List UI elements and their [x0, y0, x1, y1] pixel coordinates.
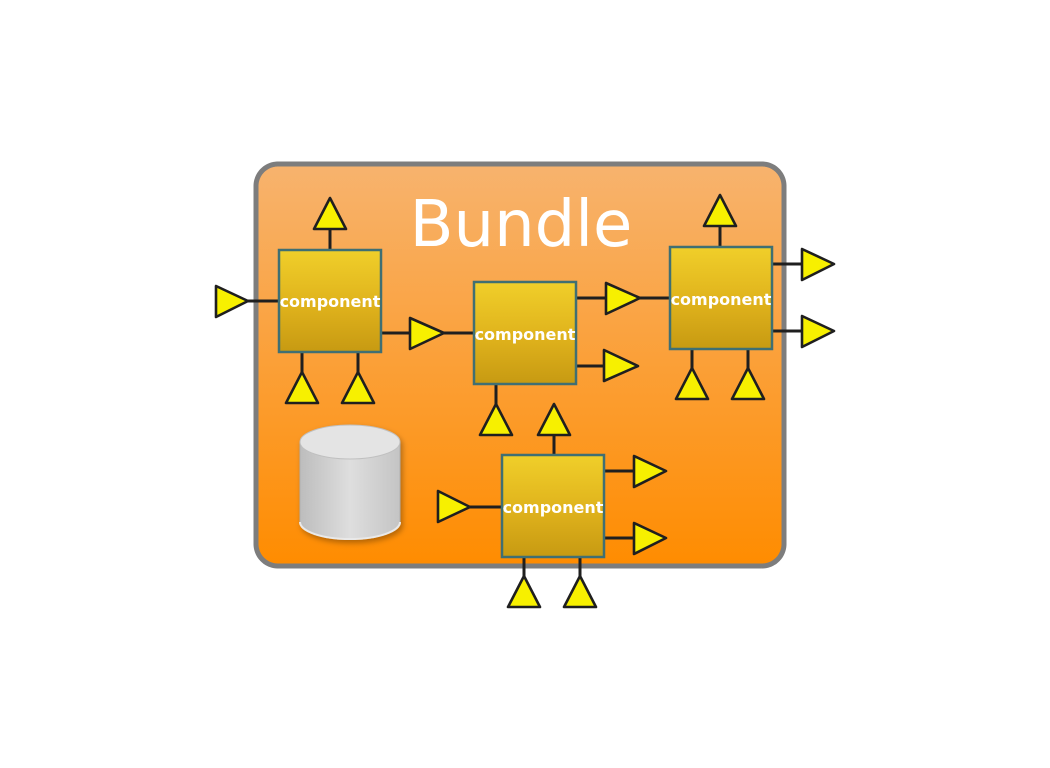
port-triangle — [632, 521, 668, 556]
port-triangle — [730, 366, 766, 401]
wires — [246, 224, 804, 578]
port-triangle — [284, 370, 320, 405]
port-triangle — [340, 370, 376, 405]
port-triangle — [436, 489, 472, 524]
component-box: component — [668, 245, 774, 351]
port-triangle — [604, 281, 642, 316]
port-triangle — [674, 366, 710, 401]
port-triangle — [536, 402, 572, 437]
component-label: component — [671, 290, 772, 309]
component-box: component — [500, 453, 606, 559]
bundle-title: Bundle — [410, 188, 633, 262]
port-triangle — [478, 402, 514, 437]
port-triangle — [800, 314, 836, 349]
port-triangle — [800, 247, 836, 282]
component-label: component — [503, 498, 604, 517]
port-triangle — [312, 196, 348, 231]
component-box: component — [472, 280, 578, 386]
component-label: component — [280, 292, 381, 311]
port-triangle — [702, 193, 738, 228]
port-triangle — [506, 574, 542, 609]
ports — [214, 193, 836, 609]
port-triangle — [602, 348, 640, 383]
component-box: component — [277, 248, 383, 354]
port-triangle — [408, 316, 446, 351]
port-triangle — [214, 284, 250, 319]
port-triangle — [632, 454, 668, 489]
port-triangle — [562, 574, 598, 609]
database-icon — [299, 424, 401, 540]
component-label: component — [475, 325, 576, 344]
